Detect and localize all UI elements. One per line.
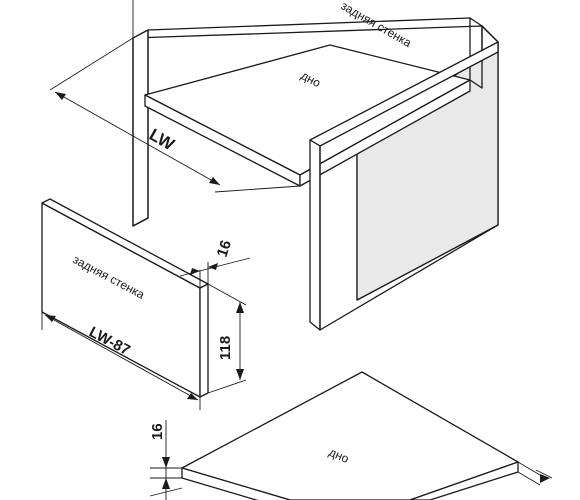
back-wall-face (41, 202, 201, 398)
back-wall-part: задняя стенка LW-87 118 16 (41, 198, 251, 410)
back-wall-thickness-label: 16 (214, 238, 235, 259)
assembly-view: дно задняя стенка LW (49, 0, 499, 331)
bottom-part: дно 16 (149, 371, 553, 500)
assembly-left-side (132, 29, 149, 227)
back-wall-height-label: 118 (217, 336, 234, 360)
bottom-thickness-label: 16 (149, 423, 166, 440)
lw-dimension-label: LW (146, 125, 178, 155)
assembly-back-wall-label: задняя стенка (339, 0, 415, 50)
